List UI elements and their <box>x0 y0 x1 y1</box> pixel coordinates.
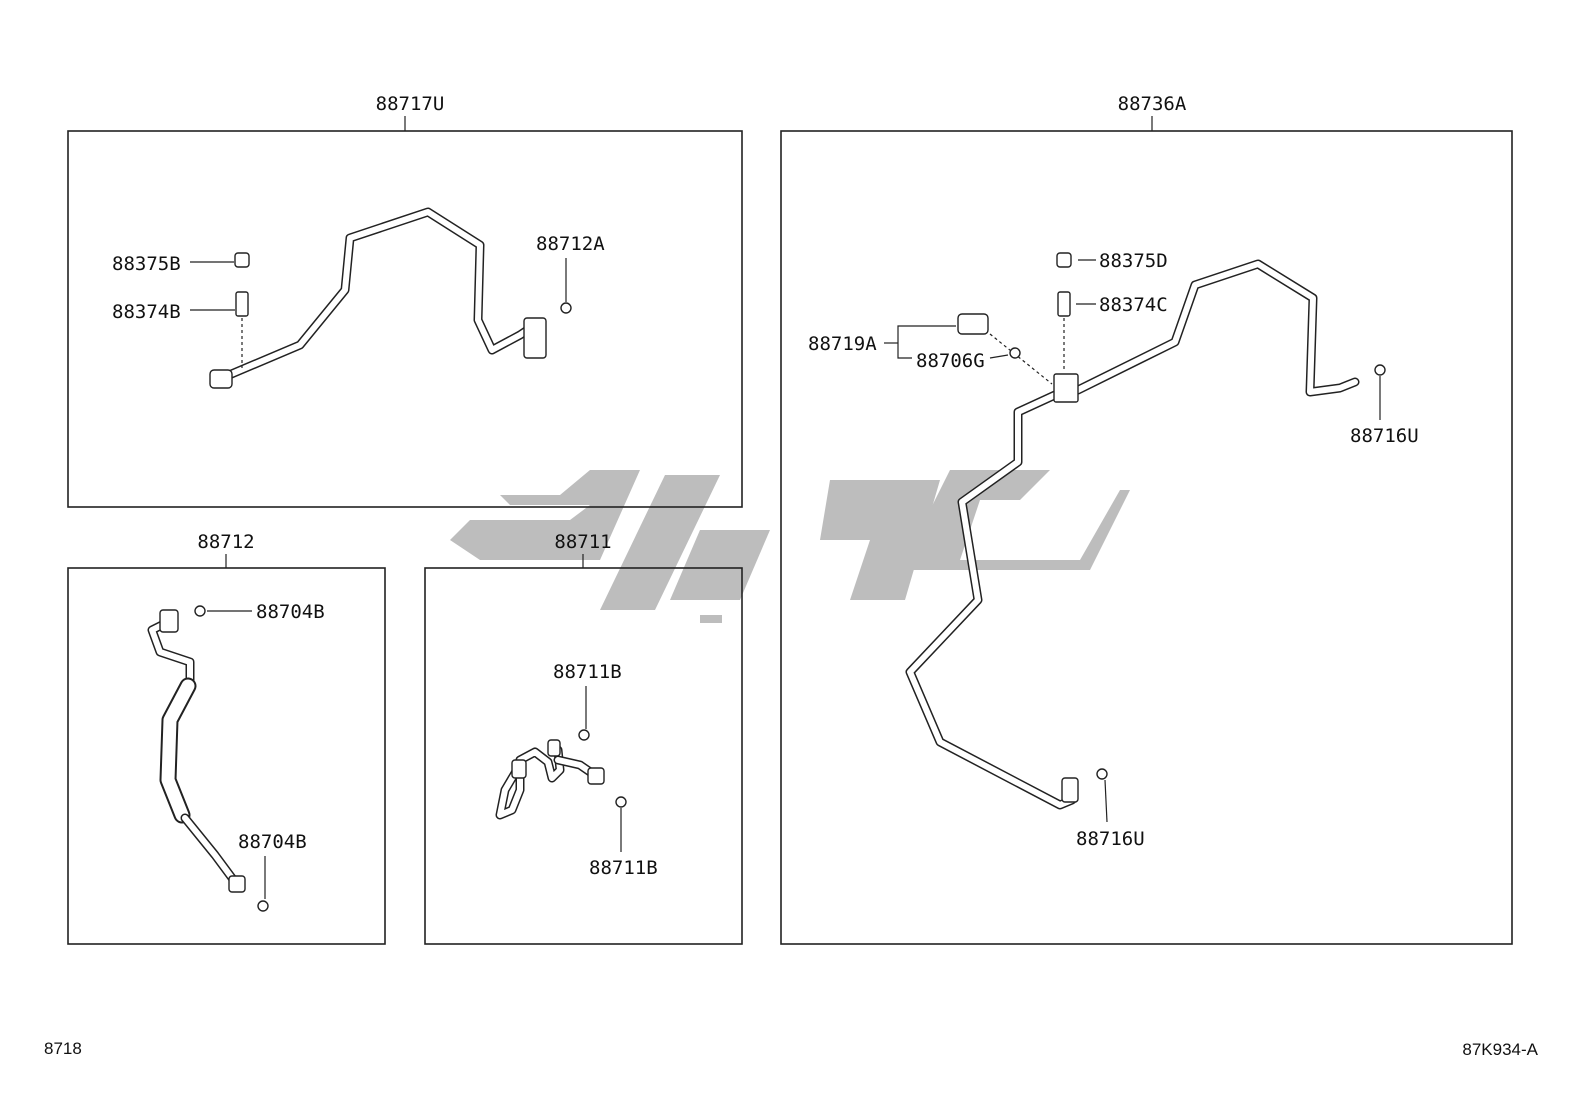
watermark-logo <box>450 470 1130 623</box>
callout-88375d: 88375D <box>1099 250 1168 272</box>
o-ring-bottom-icon <box>257 900 269 912</box>
pressure-switch-icon <box>957 313 989 335</box>
line-fitting-left <box>511 759 527 779</box>
line-fitting-bottom <box>1061 777 1079 803</box>
o-ring-bottom-icon <box>615 796 627 808</box>
o-ring-top-icon <box>194 605 206 617</box>
frame-88712 <box>67 567 386 945</box>
part-number-88717u: 88717U <box>376 93 445 115</box>
group-88736a: 88736A 88375D 88374C 88719A 88706G 88716… <box>780 93 1513 945</box>
group-88711: 88711 88711B 88711B <box>424 531 743 945</box>
callout-88704b-top: 88704B <box>256 601 325 623</box>
group-88712: 88712 88704B 88704B <box>67 531 386 945</box>
service-cap-icon <box>1056 252 1072 268</box>
line-fitting-mid <box>547 739 561 757</box>
o-ring-icon <box>560 302 572 314</box>
callout-88711b-bottom: 88711B <box>589 857 658 879</box>
service-valve-icon <box>235 291 249 317</box>
service-valve-icon <box>1057 291 1071 317</box>
part-number-88736a: 88736A <box>1118 93 1187 115</box>
callout-88719a: 88719A <box>808 333 877 355</box>
pipe-fitting-right <box>523 317 547 359</box>
frame-88736a <box>780 130 1513 945</box>
callout-88706g: 88706G <box>916 350 985 372</box>
o-ring-top-icon <box>578 729 590 741</box>
callout-88716u-bottom: 88716U <box>1076 828 1145 850</box>
frame-88711 <box>424 567 743 945</box>
group-88717u: 88717U 88375B 88374B 88712A <box>67 93 743 508</box>
callout-88375b: 88375B <box>112 253 181 275</box>
hose-fitting-top <box>159 609 179 633</box>
pipe-fitting-left <box>209 369 233 389</box>
service-cap-icon <box>234 252 250 268</box>
callout-88711b-top: 88711B <box>553 661 622 683</box>
callout-88704b-bottom: 88704B <box>238 831 307 853</box>
watermark-dot <box>700 615 722 623</box>
footer-diagram-code: 87K934-A <box>1462 1040 1538 1059</box>
footer-figure-number: 8718 <box>44 1039 82 1058</box>
callout-88712a: 88712A <box>536 233 605 255</box>
callout-88374c: 88374C <box>1099 294 1168 316</box>
tee-fitting <box>1053 373 1079 403</box>
callout-88716u-right: 88716U <box>1350 425 1419 447</box>
part-number-88712: 88712 <box>197 531 254 553</box>
part-number-88711: 88711 <box>554 531 611 553</box>
o-ring-bottom-icon <box>1096 768 1108 780</box>
hose-fitting-bottom <box>228 875 246 893</box>
o-ring-right-icon <box>1374 364 1386 376</box>
line-fitting-right <box>587 767 605 785</box>
callout-88374b: 88374B <box>112 301 181 323</box>
o-ring-switch-icon <box>1009 347 1021 359</box>
